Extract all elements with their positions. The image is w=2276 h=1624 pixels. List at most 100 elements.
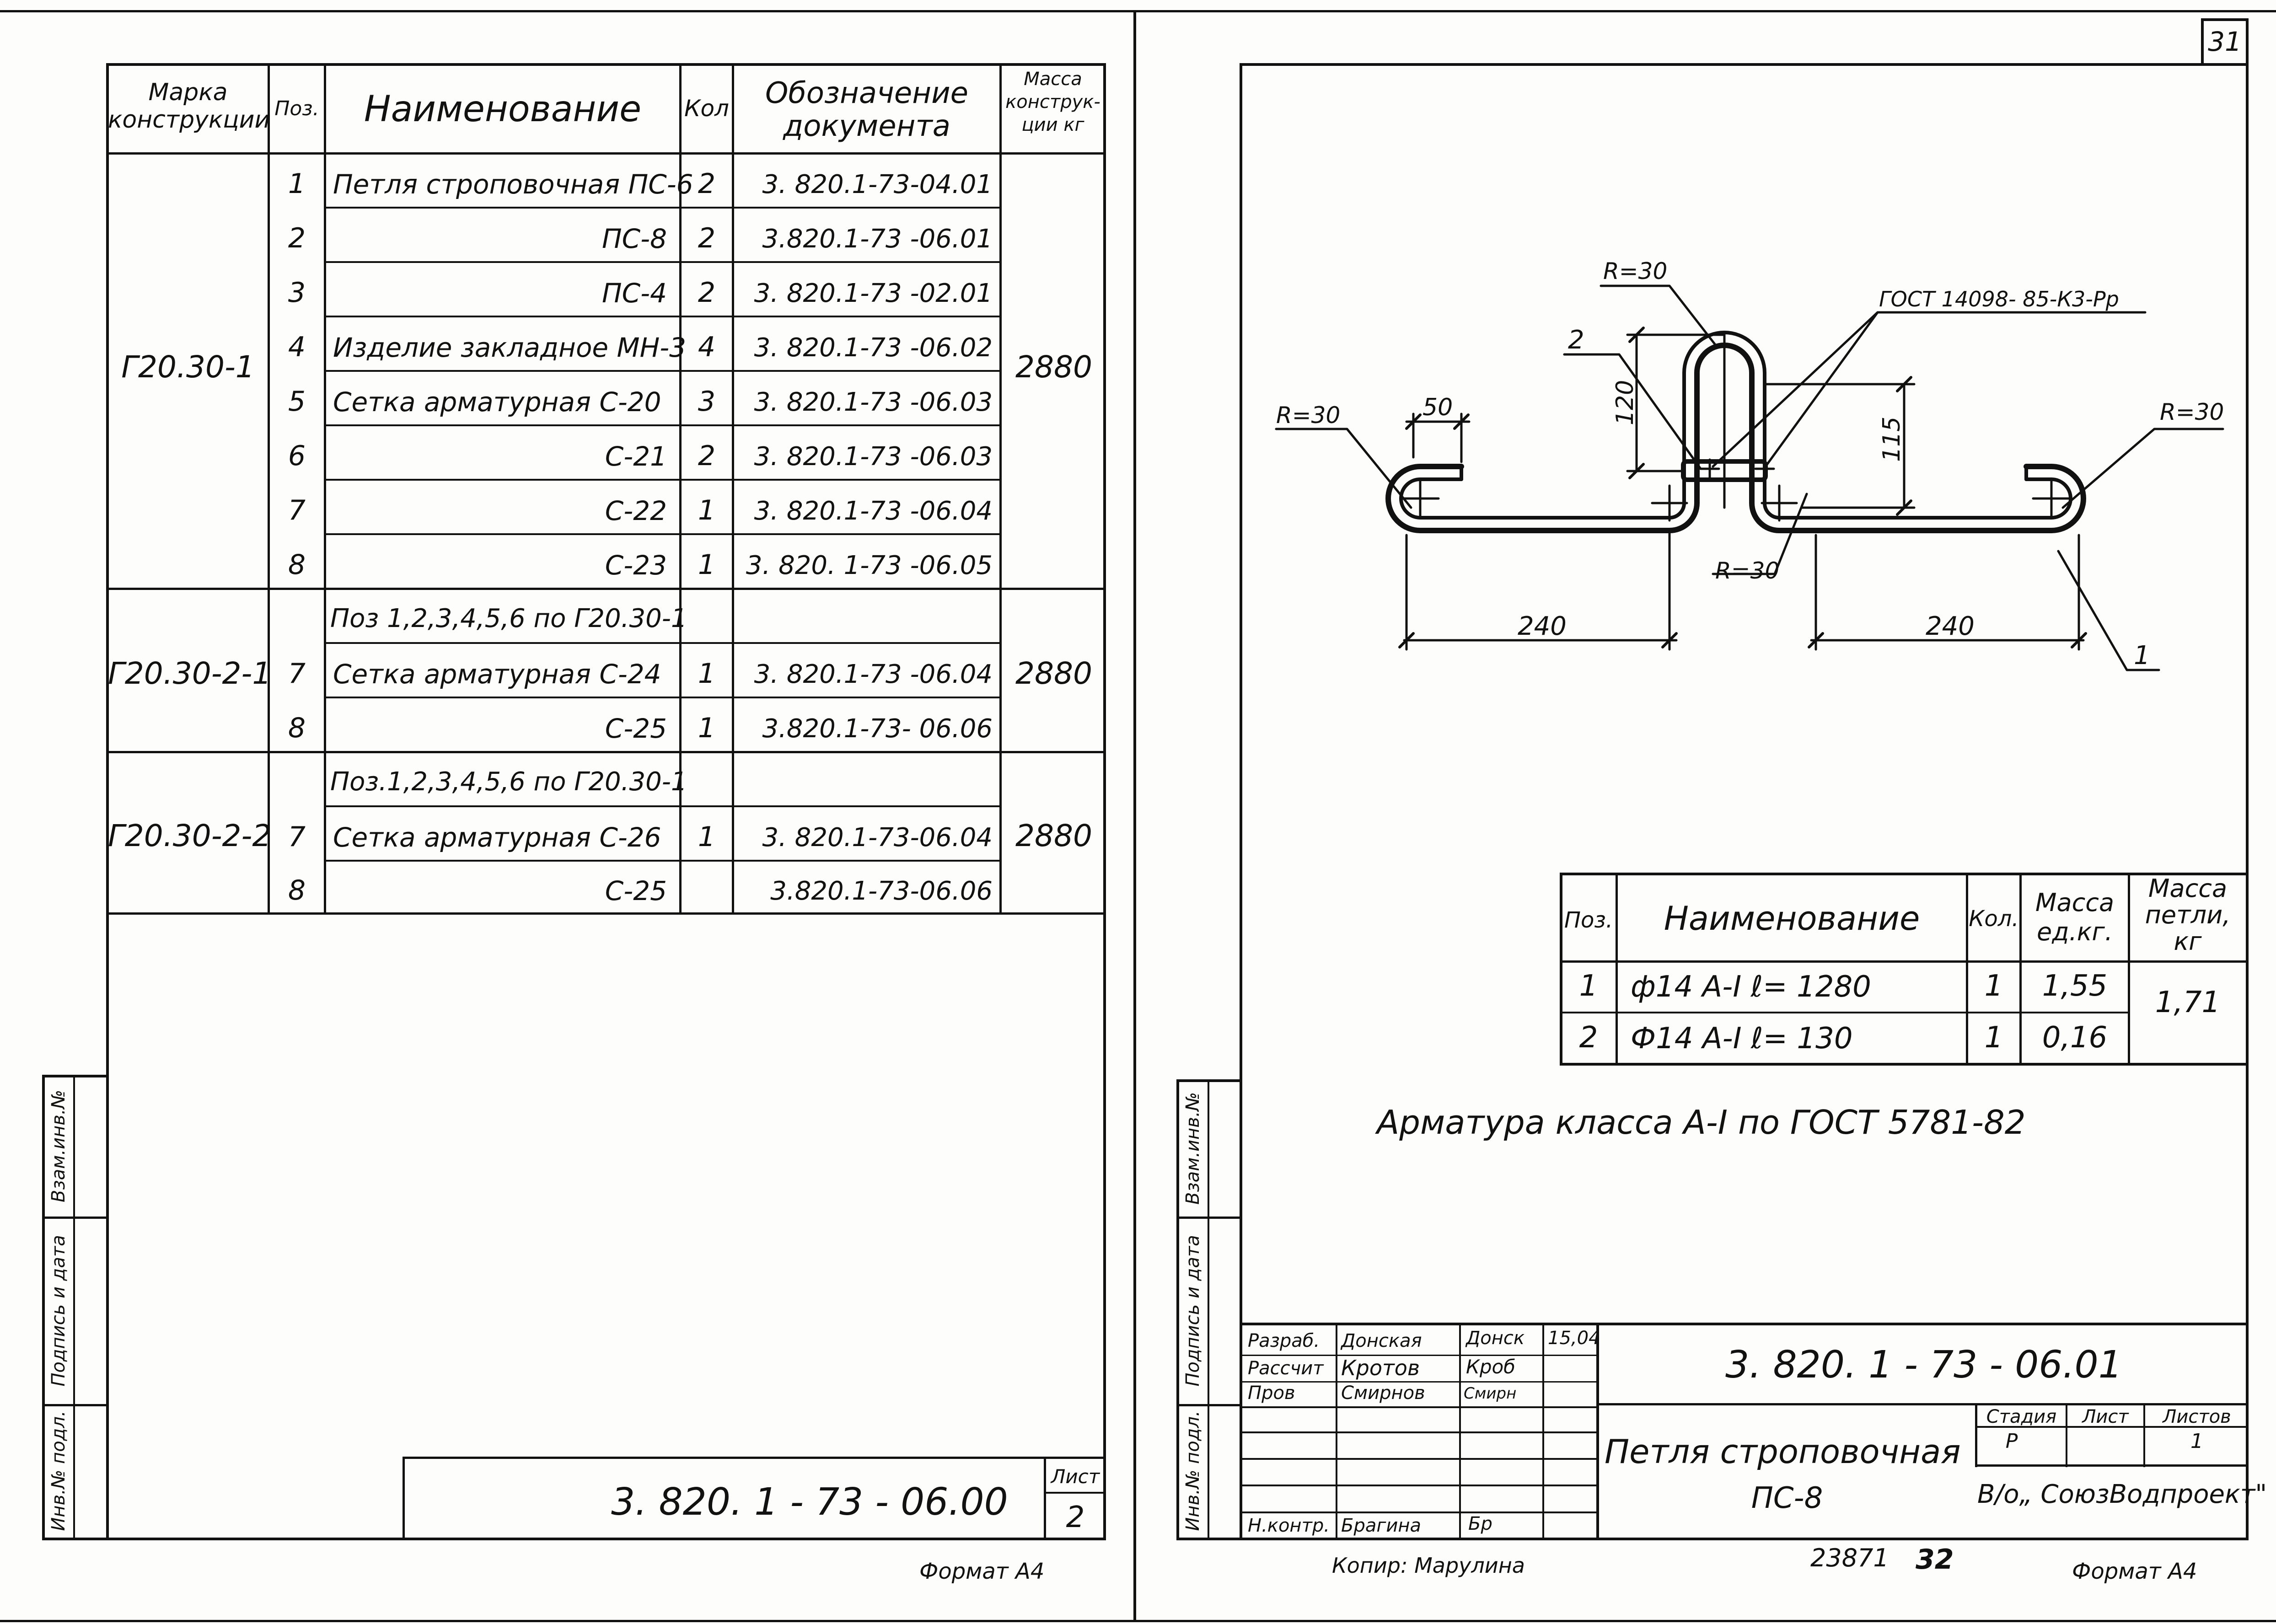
role-label: Рассчит [1248, 1358, 1324, 1379]
row-pos: 6 [288, 440, 306, 472]
row-pos: 3 [288, 277, 306, 309]
row-pos: 8 [288, 549, 306, 581]
side-stamp-label: Подпись и дата [48, 1235, 69, 1387]
role-signature: Донск [1466, 1328, 1525, 1349]
left-frame [106, 63, 1106, 1540]
dim-r-bottom: R=30 [1715, 557, 1779, 584]
row-pos: 1 [288, 168, 306, 200]
side-stamp-label: Инв.№ подл. [48, 1410, 69, 1531]
side-stamp-label: Инв.№ подл. [1182, 1410, 1203, 1531]
pos-1-label: 1 [2134, 641, 2150, 670]
group-mark: Г20.30-2-2 [108, 818, 272, 853]
role-date: 15,04 [1548, 1328, 1600, 1349]
row-name: С-22 [605, 495, 667, 526]
organization: В/о„ СоюзВодпроект" [1977, 1479, 2267, 1509]
row-name: Сетка арматурная С-24 [333, 659, 661, 690]
top-border [0, 10, 2276, 12]
row-doc: 3. 820.1-73-06.04 [762, 823, 993, 852]
row-doc: 3. 820.1-73 -06.03 [754, 387, 993, 417]
row-qty: 4 [698, 331, 716, 363]
sheet-divider [1133, 10, 1136, 1622]
parts-header-pos: Поз. [1564, 907, 1613, 933]
row-pos: 4 [288, 331, 306, 363]
header-doc: Обозначение документа [765, 76, 969, 143]
row-name: С-25 [605, 713, 667, 744]
header-mark: Марка конструкции [108, 79, 270, 134]
row-name: С-21 [605, 441, 667, 472]
stage-value: Р [2005, 1430, 2018, 1453]
row-qty: 1 [698, 549, 716, 581]
side-stamp-label: Взам.инв.№ [1182, 1092, 1203, 1205]
row-doc: 3. 820.1-73 -06.02 [754, 333, 993, 363]
side-stamp-label: Подпись и дата [1182, 1235, 1203, 1387]
row-qty: 1 [698, 658, 716, 690]
row-qty: 2 [698, 440, 716, 472]
row-pos: 5 [288, 386, 306, 418]
role-name: Кротов [1341, 1356, 1420, 1380]
row-name: ПС-8 [602, 223, 667, 254]
rebar-note: Арматура класса А-I по ГОСТ 5781-82 [1377, 1103, 2026, 1142]
parts-header-name: Наименование [1664, 899, 1920, 938]
row-pos: 8 [288, 874, 306, 906]
role-signature: Смирн [1464, 1384, 1517, 1403]
row-name: Сетка арматурная С-26 [333, 822, 661, 853]
loop-drawing: R=30 R=30 R=30 R=30 50 120 115 240 240 Г… [1275, 258, 2224, 671]
stamp-doc-number: 3. 820. 1 - 73 - 06.00 [611, 1480, 1008, 1524]
order-number: 23871 [1810, 1544, 1889, 1572]
title-line-1: Петля строповочная [1605, 1432, 1961, 1471]
parts-header-loop-mass: Масса петли, кг [2145, 874, 2231, 956]
header-mass: Масса конструк- ции кг [1005, 69, 1100, 135]
format-label: Формат А4 [2072, 1559, 2197, 1584]
row-qty: 1 [698, 494, 716, 526]
row-qty: 1 [698, 821, 716, 853]
row-pos: 7 [288, 821, 306, 853]
header-name: Наименование [364, 89, 642, 130]
page-number: 32 [1916, 1544, 1954, 1576]
row-pos: 8 [288, 712, 306, 744]
row-qty: 2 [698, 168, 716, 200]
row-qty: 1 [698, 712, 716, 744]
row-doc: 3.820.1-73 -06.01 [762, 224, 993, 254]
header-qty: Кол [684, 95, 730, 122]
side-stamp-label: Взам.инв.№ [48, 1089, 69, 1203]
group-mass: 2880 [1015, 656, 1092, 691]
row-name: ПС-4 [602, 278, 667, 309]
row-doc: 3. 820.1-73 -06.04 [754, 659, 993, 689]
row-doc: 3. 820.1-73 -02.01 [754, 279, 993, 308]
dim-span-right: 240 [1926, 611, 1975, 641]
parts-row-pos: 1 [1579, 969, 1598, 1003]
dim-height-outer: 120 [1611, 380, 1639, 425]
dim-r-right: R=30 [2160, 399, 2224, 425]
pos-2-label: 2 [1568, 325, 1584, 355]
row-name: С-25 [605, 875, 667, 906]
role-label: Пров [1248, 1383, 1295, 1404]
role-name: Донская [1341, 1330, 1422, 1351]
stamp-sheet-label: Лист [1051, 1465, 1100, 1488]
parts-row-name: Ф14 А-I ℓ= 130 [1631, 1022, 1853, 1056]
bottom-border [0, 1620, 2276, 1622]
parts-row-unit-mass: 1,55 [2042, 969, 2108, 1003]
row-doc: 3. 820.1-73-04.01 [762, 170, 993, 199]
dim-r-top: R=30 [1603, 258, 1667, 284]
row-doc: 3.820.1-73- 06.06 [762, 714, 993, 744]
sheet-label: Лист [2082, 1406, 2129, 1427]
dim-span-left: 240 [1518, 611, 1567, 641]
role-signature: Кроб [1466, 1356, 1516, 1378]
group-mass: 2880 [1015, 349, 1092, 385]
parts-row-qty: 1 [1984, 1021, 2003, 1055]
title-line-2: ПС-8 [1751, 1481, 1823, 1515]
row-pos: 2 [288, 222, 306, 254]
row-name: С-23 [605, 550, 667, 581]
gost-callout: ГОСТ 14098- 85-К3-Рр [1879, 287, 2119, 311]
parts-total-mass: 1,71 [2155, 986, 2221, 1019]
role-label: Н.контр. [1248, 1515, 1330, 1536]
sheet-number-box [2201, 18, 2249, 66]
row-doc: 3.820.1-73-06.06 [770, 876, 993, 906]
stage-label: Стадия [1986, 1406, 2057, 1427]
row-name: Изделие закладное МН-3 [333, 332, 687, 363]
row-name: Поз.1,2,3,4,5,6 по Г20.30-1 [330, 767, 687, 797]
dim-hook: 50 [1422, 394, 1453, 421]
header-pos: Поз. [274, 97, 319, 120]
row-doc: 3. 820. 1-73 -06.05 [746, 551, 993, 580]
group-mark: Г20.30-2-1 [108, 656, 272, 691]
